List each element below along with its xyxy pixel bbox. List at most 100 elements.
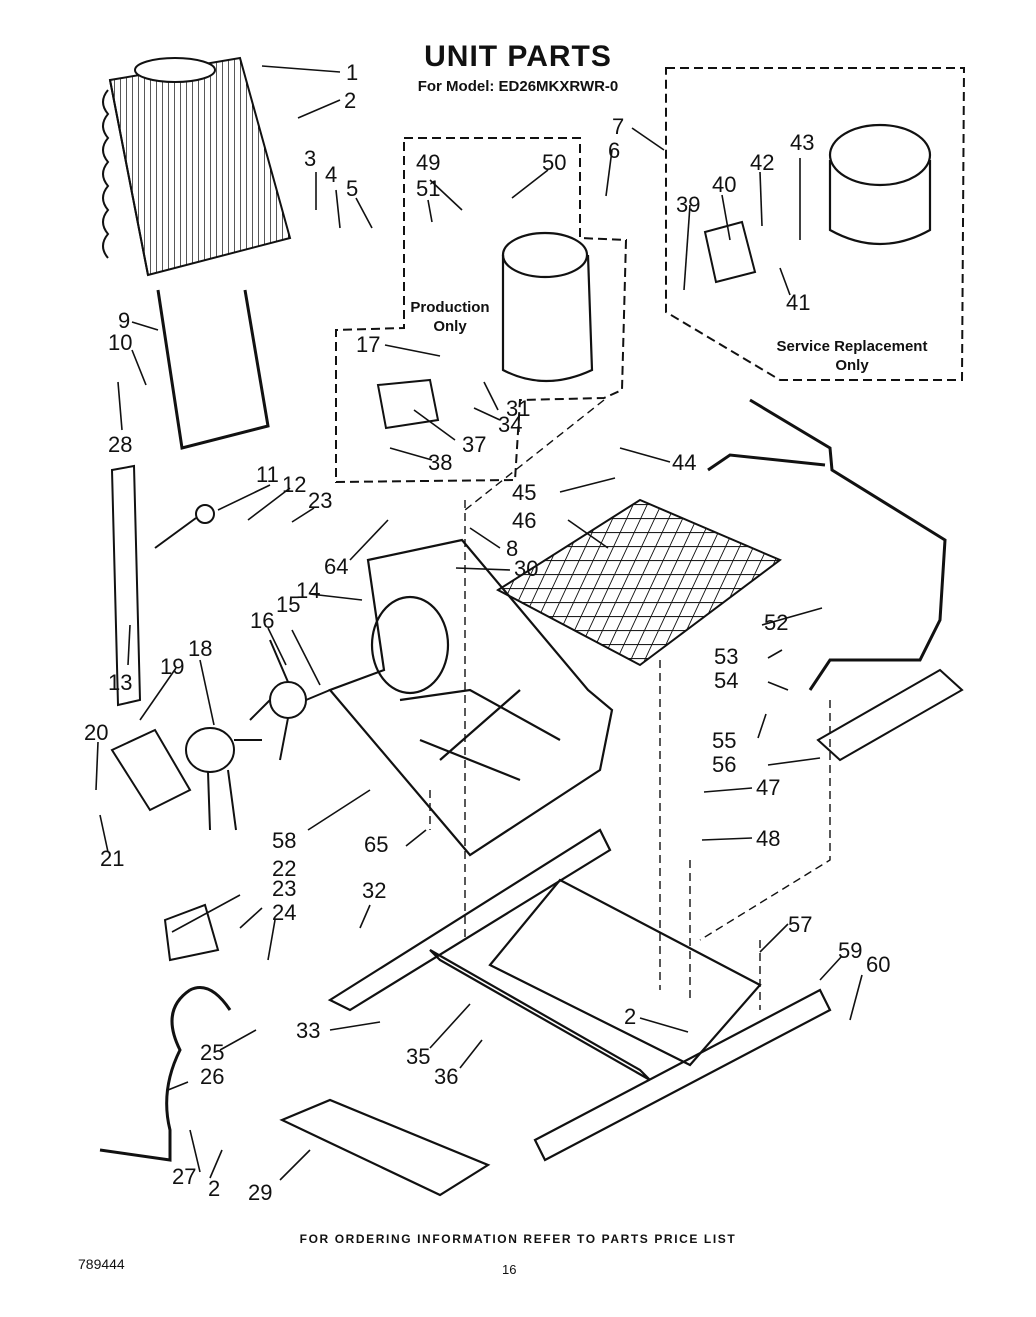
callout-3: 3: [304, 146, 316, 171]
callout-20: 20: [84, 720, 108, 745]
service-note-line1: Service Replacement: [776, 338, 928, 355]
callout-30: 30: [514, 556, 538, 581]
callout-6: 6: [608, 138, 620, 163]
callout-23b: 23: [272, 876, 296, 901]
callout-19: 19: [160, 654, 184, 679]
model-subtitle: For Model: ED26MKXRWR-0: [417, 78, 619, 95]
defrost-heater: [156, 289, 270, 450]
callout-24: 24: [272, 900, 296, 925]
drain-pan: [279, 1098, 491, 1197]
callout-48: 48: [756, 826, 780, 851]
discharge-tubing: [707, 398, 947, 691]
callout-64: 64: [324, 554, 348, 579]
callout-18: 18: [188, 636, 212, 661]
callout-65: 65: [364, 832, 388, 857]
callout-35: 35: [406, 1044, 430, 1069]
callout-46: 46: [512, 508, 536, 533]
compressor-service: [828, 123, 932, 245]
callout-60: 60: [866, 952, 890, 977]
callout-55: 55: [712, 728, 736, 753]
condenser-coil: [496, 498, 782, 667]
leader-lines: [95, 65, 863, 1181]
callout-10: 10: [108, 330, 132, 355]
base-frame: [327, 828, 832, 1162]
page-number: 16: [502, 1262, 517, 1277]
callout-15: 15: [276, 592, 300, 617]
compressor-production: [501, 231, 594, 383]
callout-2b: 2: [208, 1176, 220, 1201]
callout-43: 43: [790, 130, 814, 155]
service-relay: [703, 220, 757, 284]
callout-42: 42: [750, 150, 774, 175]
terminal-cover: [163, 903, 220, 962]
callout-32: 32: [362, 878, 386, 903]
callout-54: 54: [714, 668, 738, 693]
callout-7: 7: [612, 114, 624, 139]
callout-25: 25: [200, 1040, 224, 1065]
diagram-title: UNIT PARTS: [424, 40, 612, 73]
callout-57: 57: [788, 912, 812, 937]
callout-26: 26: [200, 1064, 224, 1089]
callout-52: 52: [764, 610, 788, 635]
power-cord: [99, 986, 232, 1162]
callout-36: 36: [434, 1064, 458, 1089]
callout-47: 47: [756, 775, 780, 800]
callout-27: 27: [172, 1164, 196, 1189]
callout-59: 59: [838, 938, 862, 963]
start-relay: [376, 378, 440, 430]
callout-39: 39: [676, 192, 700, 217]
callout-56: 56: [712, 752, 736, 777]
callout-28: 28: [108, 432, 132, 457]
callout-8: 8: [506, 536, 518, 561]
fan-motor: [185, 727, 262, 831]
callout-11: 11: [256, 462, 279, 487]
callout-49: 49: [416, 150, 440, 175]
callout-40: 40: [712, 172, 736, 197]
production-note-line1: Production: [410, 299, 490, 316]
callout-41: 41: [786, 290, 810, 315]
callout-labels: 1 2 3 4 5 9 10 28 13 19 18 20 21 11 12 2…: [84, 60, 890, 1205]
production-only-note: Production Only: [405, 298, 495, 336]
callout-53: 53: [714, 644, 738, 669]
callout-22: 22: [272, 856, 296, 881]
callout-34: 34: [498, 412, 522, 437]
service-replacement-note: Service Replacement Only: [752, 337, 952, 375]
drain-trough: [816, 668, 964, 762]
callout-58: 58: [272, 828, 296, 853]
callout-31: 31: [506, 396, 530, 421]
callout-16: 16: [250, 608, 274, 633]
evaporator-coil: [102, 56, 292, 277]
callout-9: 9: [118, 308, 130, 333]
service-replacement-region: [665, 67, 966, 381]
callout-21: 21: [100, 846, 124, 871]
callout-17: 17: [356, 332, 380, 357]
callout-1: 1: [346, 60, 358, 85]
ordering-info: FOR ORDERING INFORMATION REFER TO PARTS …: [299, 1232, 737, 1246]
callout-51: 51: [416, 176, 440, 201]
defrost-thermostat: [154, 504, 215, 549]
callout-2: 2: [344, 88, 356, 113]
motor-bracket: [110, 728, 192, 812]
callout-50: 50: [542, 150, 566, 175]
callout-14: 14: [296, 578, 320, 603]
alignment-lines: [429, 399, 831, 1010]
callout-5: 5: [346, 176, 358, 201]
callout-44: 44: [672, 450, 696, 475]
callout-38: 38: [428, 450, 452, 475]
document-number: 789444: [78, 1256, 125, 1272]
callout-12: 12: [282, 472, 306, 497]
production-only-region: [335, 137, 628, 484]
callout-45: 45: [512, 480, 536, 505]
callout-2c: 2: [624, 1004, 636, 1029]
callout-13: 13: [108, 670, 132, 695]
callout-37: 37: [462, 432, 486, 457]
callout-4: 4: [325, 162, 337, 187]
production-note-line2: Only: [433, 318, 467, 335]
condenser-fan-blade: [249, 639, 331, 761]
mounting-strap: [110, 464, 142, 707]
callout-29: 29: [248, 1180, 272, 1205]
callout-33: 33: [296, 1018, 320, 1043]
service-note-line2: Only: [835, 357, 869, 374]
callout-23a: 23: [308, 488, 332, 513]
